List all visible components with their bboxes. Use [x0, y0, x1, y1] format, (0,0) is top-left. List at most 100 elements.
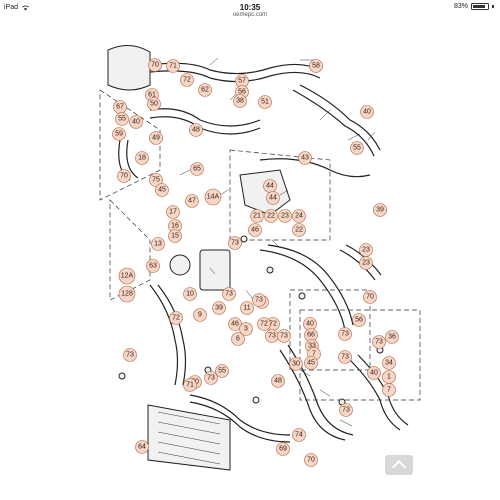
status-left: iPad	[4, 4, 30, 11]
hose-upper-2	[149, 70, 321, 83]
callout-38: 38	[233, 94, 247, 108]
callout-number: 7	[312, 351, 316, 358]
callout-24: 24	[292, 209, 306, 223]
callout-number: 73	[342, 407, 350, 414]
callout-number: 39	[376, 207, 384, 214]
callout-36: 36	[385, 330, 399, 344]
callout-number: 14A	[207, 194, 220, 201]
callout-circle	[180, 73, 194, 87]
callout-circle	[382, 356, 396, 370]
callout-circle	[183, 287, 197, 301]
callout-65: 65	[190, 162, 204, 176]
callout-number: 49	[152, 135, 160, 142]
coolant-pump	[199, 249, 231, 291]
callout-40: 40	[129, 115, 143, 129]
callout-circle	[271, 374, 285, 388]
callout-18: 18	[135, 151, 149, 165]
callout-circle	[338, 327, 352, 341]
callout-44: 44	[266, 191, 280, 205]
callout-number: 70	[151, 62, 159, 69]
hose-right-1	[299, 84, 381, 151]
callout-70: 70	[304, 453, 318, 467]
callout-number: 58	[312, 63, 320, 70]
callout-circle	[129, 115, 143, 129]
hose-mid	[149, 108, 261, 127]
callout-circle	[363, 290, 377, 304]
callout-circle	[367, 366, 381, 380]
callout-40: 40	[360, 105, 374, 119]
callout-number: 73	[375, 339, 383, 346]
callout-number: 21	[253, 213, 261, 220]
callout-67: 67	[113, 100, 127, 114]
scroll-to-top-button[interactable]	[385, 455, 413, 475]
callout-number: 17	[169, 209, 177, 216]
page-url[interactable]: oemepc.com	[232, 12, 268, 18]
callout-number: 72	[269, 321, 277, 328]
callout-circle	[372, 335, 386, 349]
callout-14A: 14A	[204, 188, 222, 206]
callout-44: 44	[263, 179, 277, 193]
callout-70: 70	[117, 169, 131, 183]
callout-circle	[149, 131, 163, 145]
callout-number: 15	[171, 233, 179, 240]
callout-circle	[190, 162, 204, 176]
callout-circle	[112, 127, 126, 141]
radiator	[147, 404, 231, 471]
callout-number: 73	[231, 240, 239, 247]
callout-circle	[146, 259, 160, 273]
expansion-tank	[107, 45, 151, 91]
callout-circle	[204, 371, 218, 385]
callout-circle	[151, 237, 165, 251]
callout-number: 55	[353, 145, 361, 152]
status-right: 83%	[454, 3, 494, 10]
callout-circle	[123, 348, 137, 362]
callout-number: 66	[307, 332, 315, 339]
callout-circle	[231, 332, 245, 346]
callout-circle	[278, 209, 292, 223]
callout-34: 34	[382, 356, 396, 370]
callout-71: 71	[166, 59, 180, 73]
hose-left-2	[126, 139, 139, 179]
callout-55: 55	[350, 141, 364, 155]
callout-56: 56	[352, 313, 366, 327]
callout-number: 10	[186, 291, 194, 298]
callout-number: 40	[306, 321, 314, 328]
callout-number: 33	[308, 343, 316, 350]
callout-circle	[135, 151, 149, 165]
callout-number: 23	[362, 260, 370, 267]
callout-number: 61	[148, 92, 156, 99]
callout-circle	[117, 169, 131, 183]
callout-number: 46	[231, 321, 239, 328]
callout-46: 46	[248, 223, 262, 237]
callout-73: 73	[277, 329, 291, 343]
callout-73: 73	[228, 236, 242, 250]
callout-45: 45	[304, 356, 318, 370]
callout-number: 69	[279, 446, 287, 453]
device-name: iPad	[4, 4, 19, 11]
callout-number: 75	[152, 177, 160, 184]
callout-number: 38	[236, 98, 244, 105]
callout-number: 72	[172, 315, 180, 322]
callout-circle	[352, 313, 366, 327]
callout-47: 47	[185, 194, 199, 208]
callout-number: 73	[255, 297, 263, 304]
callout-circle	[118, 285, 136, 303]
callout-circle	[222, 287, 236, 301]
callout-circle	[258, 95, 272, 109]
callout-58: 58	[309, 59, 323, 73]
callout-circle	[338, 350, 352, 364]
callout-number: 64	[138, 444, 146, 451]
callout-circle	[339, 403, 353, 417]
callout-22: 22	[264, 209, 278, 223]
callout-number: 6	[236, 336, 240, 343]
callout-43: 43	[298, 151, 312, 165]
callout-55: 55	[215, 364, 229, 378]
callout-number: 7	[387, 387, 391, 394]
callout-number: 73	[126, 352, 134, 359]
callout-number: 34	[385, 360, 393, 367]
callout-number: 74	[295, 432, 303, 439]
callout-23: 23	[359, 243, 373, 257]
callout-circle	[360, 105, 374, 119]
callout-circle	[250, 209, 264, 223]
